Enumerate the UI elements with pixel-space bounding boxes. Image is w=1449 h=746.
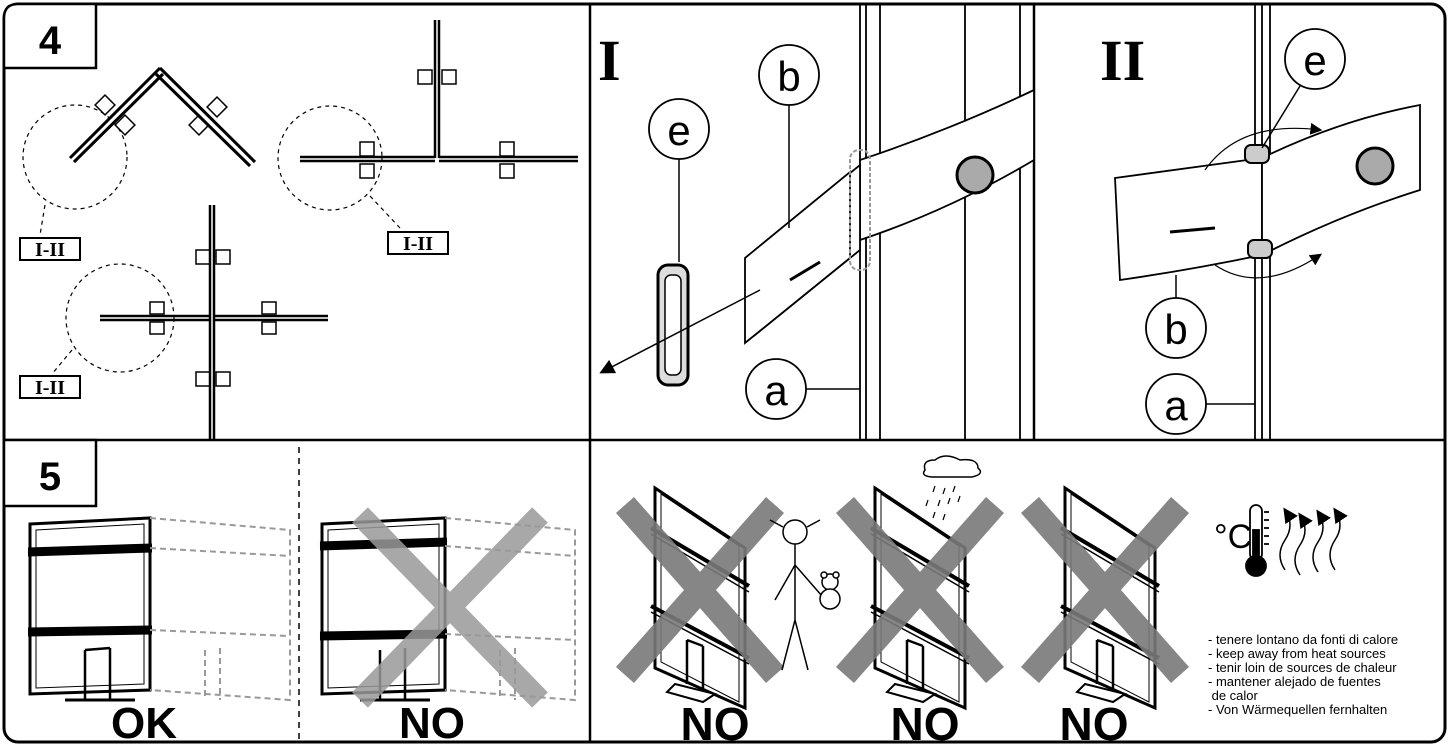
- child-icon: [769, 519, 823, 671]
- svg-text:I-II: I-II: [35, 239, 65, 261]
- warning-heat: NO °C - tenere lontano da fonti di calor…: [1030, 486, 1398, 746]
- ok-example: OK: [27, 516, 291, 746]
- thermometer-icon: [1245, 504, 1269, 577]
- step-5-number: 5: [39, 455, 61, 499]
- callout-tag-3: I-II: [19, 375, 81, 399]
- no-label-3: NO: [1060, 698, 1129, 746]
- svg-text:I-II: I-II: [35, 377, 65, 399]
- teddy-bear-icon: [819, 571, 841, 610]
- detail-I-numeral: I: [598, 28, 621, 93]
- no-label-1: NO: [681, 698, 750, 746]
- detail-II-panel: II e b a: [1100, 4, 1421, 440]
- layout-cross-shape: [51, 205, 328, 440]
- svg-text:- keep away from heat sources: - keep away from heat sources: [1208, 646, 1386, 661]
- layout-t-shape: [277, 20, 578, 229]
- celsius-symbol: °C: [1214, 518, 1252, 556]
- warning-children: NO: [625, 486, 841, 746]
- detail-II-numeral: II: [1100, 28, 1145, 93]
- svg-text:- mantener alejado de fuentes: - mantener alejado de fuentes: [1208, 674, 1381, 689]
- no-label-step5: NO: [399, 699, 465, 746]
- label-e-II: e: [1303, 37, 1326, 84]
- step-4-number: 4: [39, 19, 62, 63]
- detail-I-panel: I e b a: [598, 4, 1035, 440]
- label-b-II: b: [1164, 306, 1187, 353]
- layout-v-shape: [22, 66, 257, 236]
- label-a-I: a: [764, 367, 788, 414]
- svg-text:- Von Wärmequellen fernhalten: - Von Wärmequellen fernhalten: [1208, 702, 1387, 717]
- heat-warning-text: - tenere lontano da fonti di calore - ke…: [1208, 632, 1398, 717]
- label-e-I: e: [667, 107, 690, 154]
- ok-label: OK: [111, 699, 177, 746]
- no-example: NO: [319, 507, 576, 746]
- step-5-panel: 5 OK: [2, 438, 576, 746]
- callout-tag-2: I-II: [387, 231, 449, 255]
- rain-cloud-icon: [922, 455, 982, 521]
- label-a-II: a: [1164, 382, 1188, 429]
- svg-text:- tenere lontano da fonti di c: - tenere lontano da fonti di calore: [1208, 632, 1398, 647]
- no-label-2: NO: [891, 698, 960, 746]
- knob-icon: [955, 155, 995, 195]
- label-b-I: b: [777, 53, 800, 100]
- warnings-panel: NO NO NO °C: [625, 455, 1398, 746]
- callout-tag-1: I-II: [19, 237, 81, 261]
- warning-rain: NO: [845, 455, 995, 746]
- heat-waves-icon: [1279, 507, 1348, 576]
- step-4-panel: 4: [2, 2, 578, 440]
- svg-text:de calor: de calor: [1208, 688, 1259, 703]
- svg-text:I-II: I-II: [403, 233, 433, 255]
- svg-text:- tenir loin de sources de cha: - tenir loin de sources de chaleur: [1208, 660, 1397, 675]
- clip-e-dashed: [849, 149, 871, 271]
- knob-icon-II: [1355, 146, 1395, 186]
